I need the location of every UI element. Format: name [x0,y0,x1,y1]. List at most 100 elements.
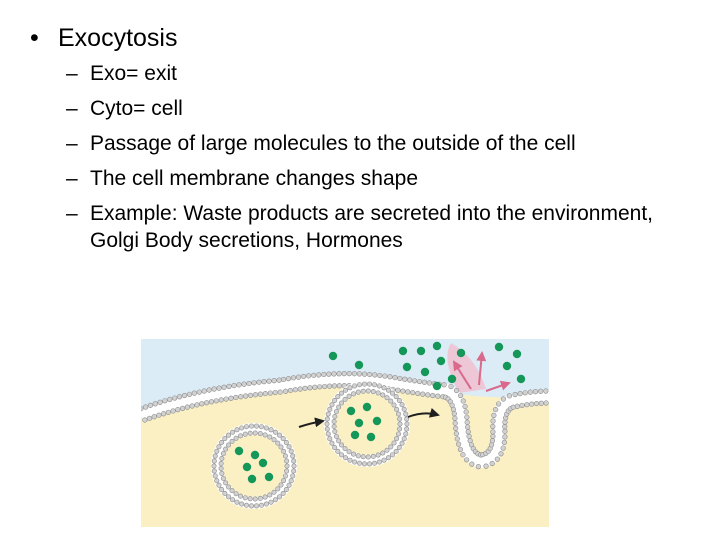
lipid-head [312,384,318,390]
lipid-head [347,385,353,391]
lipid-head [285,376,292,382]
arrows [298,351,511,428]
lipid-head [300,373,307,380]
membrane-band [141,372,549,469]
free-vesicle [211,423,297,509]
lipid-head [246,380,252,387]
lipid-head [367,461,373,467]
lipid-head [342,396,348,402]
lipid-head [230,497,236,503]
lipid-head [326,371,332,377]
lipid-head [451,411,457,417]
dash-marker: – [66,97,78,120]
lipid-head [391,440,397,446]
lipid-head [262,494,268,500]
lipid-head [280,376,287,383]
lipid-head [331,383,338,389]
lipid-head [336,383,342,389]
lipid-head [327,436,333,442]
lipid-head [336,438,342,444]
lipid-head [181,392,188,399]
molecule [264,472,274,482]
lipid-head [393,394,399,400]
lipid-head [355,389,361,395]
lipid-head [252,496,258,502]
lipid-head [247,430,253,436]
lipid-head [464,419,470,425]
lipid-head [284,468,290,474]
lipid-head [212,473,218,479]
lipid-head [143,404,149,410]
lipid-head [332,445,338,451]
lipid-head [247,392,254,398]
lipid-head [306,373,312,379]
main-bullet: •Exocytosis [30,20,177,56]
lipid-head [287,387,294,394]
lipid-head [464,457,470,463]
sub-bullet-text: Passage of large molecules to the outsid… [90,132,576,155]
dash-marker: – [66,167,78,190]
lipid-head [332,429,338,435]
lipid-head [453,430,459,437]
lipid-head [415,390,421,397]
lipid-head [435,393,441,399]
lipid-head [500,445,506,451]
lipid-head [395,411,401,417]
lipid-head [371,382,377,388]
lipid-head [234,427,240,433]
molecule [416,346,426,356]
lipid-head [272,389,278,396]
sub-bullet-text: The cell membrane changes shape [90,167,419,190]
lipid-head [483,463,489,469]
release-arrow [452,360,472,390]
lipid-head [239,425,245,431]
lipid-head [280,436,286,442]
lipid-head [339,390,345,396]
lipid-head [465,429,471,435]
lipid-head [216,482,222,488]
molecule [432,381,442,391]
lipid-head [271,489,277,495]
lipid-head [397,416,403,422]
lipid-head [243,393,249,399]
lipid-head [244,424,250,430]
lipid-head [365,454,371,460]
lipid-head [397,375,403,382]
lipid-head [311,372,317,378]
lipid-head [512,391,518,398]
lipid-head [194,402,200,408]
lipid-head [397,426,403,432]
lipid-head [214,448,220,454]
lipid-head [254,423,260,429]
lipid-head [336,371,342,377]
lipid-head [380,392,386,398]
lipid-head [176,394,183,400]
lipid-head [502,419,508,425]
molecule [234,446,244,456]
lipid-head [272,429,278,435]
lipid-head [489,460,495,467]
lipid-head [532,389,539,395]
lipid-head [389,452,395,458]
lipid-head [397,421,403,427]
lipid-head [489,438,496,444]
lipid-head [170,408,176,414]
lipid-head [219,439,225,445]
lipid-head [252,392,259,398]
lipid-head [186,391,193,397]
lipid-head [403,431,409,437]
sub-bullet-text: Example: Waste products are secreted int… [90,202,654,252]
lipid-head [361,461,367,467]
lipid-head [248,503,254,509]
lipid-head [453,387,460,394]
lipid-head [456,441,462,447]
lipid-head [221,384,227,390]
lipid-head [395,387,401,393]
lipid-head [141,406,144,412]
lipid-head [410,390,416,396]
lipid-head [280,490,286,496]
lipid-head [282,453,288,459]
lipid-head [307,385,313,391]
lipid-head [394,406,400,412]
lipid-head [212,453,218,459]
